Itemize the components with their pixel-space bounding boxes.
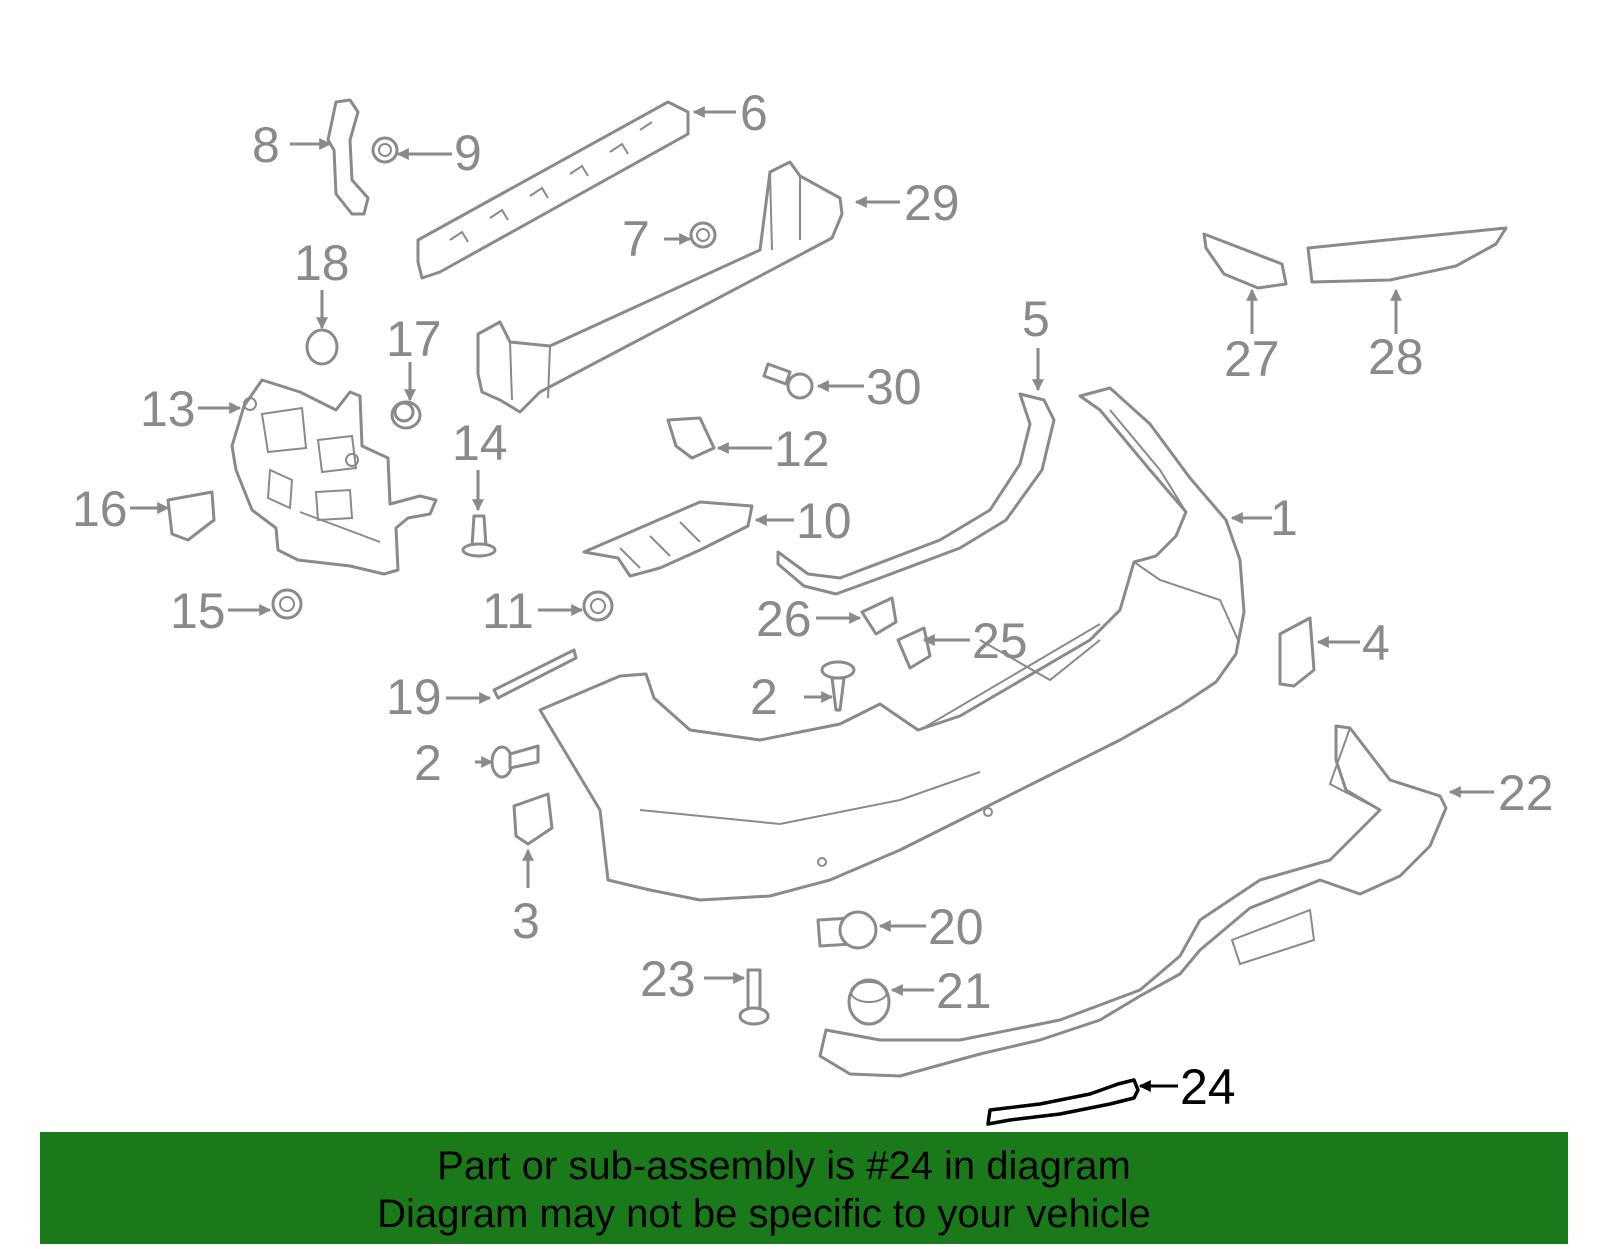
part-7-nut — [689, 221, 717, 249]
callout-8: 8 — [252, 117, 280, 173]
callout-6: 6 — [740, 85, 768, 141]
callout-22: 22 — [1498, 765, 1554, 821]
part-14-pin — [461, 514, 497, 558]
callout-14: 14 — [452, 415, 508, 471]
callout-12: 12 — [774, 421, 830, 477]
callout-3: 3 — [512, 893, 540, 949]
callout-15: 15 — [170, 583, 226, 639]
banner-line-2: Diagram may not be specific to your vehi… — [377, 1192, 1151, 1236]
part-25-bracket — [896, 626, 932, 670]
part-28-trim — [1306, 226, 1508, 284]
part-18-plug — [305, 328, 339, 366]
callout-13: 13 — [140, 381, 196, 437]
part-2-screw-a — [820, 660, 856, 712]
callout-27: 27 — [1224, 331, 1280, 387]
callout-17: 17 — [386, 311, 442, 367]
part-27-reflector — [1202, 232, 1288, 290]
callout-11: 11 — [482, 583, 534, 639]
callout-2-lower: 2 — [414, 735, 442, 791]
part-29-reinforcement — [476, 160, 844, 414]
part-12-bracket — [666, 416, 716, 460]
callout-9: 9 — [454, 125, 482, 181]
part-2-screw-b — [490, 744, 540, 779]
part-1-bumper-cover — [538, 386, 1246, 902]
callout-7: 7 — [622, 211, 650, 267]
part-9-clip — [371, 136, 399, 164]
info-banner: Part or sub-assembly is #24 in diagram D… — [40, 1132, 1568, 1244]
part-23-bolt — [738, 968, 770, 1026]
part-17-plug — [390, 400, 422, 430]
part-16-bracket — [166, 490, 216, 542]
part-10-guide — [582, 500, 754, 578]
callout-16: 16 — [72, 481, 128, 537]
callout-29: 29 — [904, 175, 960, 231]
callout-19: 19 — [386, 669, 442, 725]
part-21-sensor-ring — [847, 978, 891, 1026]
callout-30: 30 — [866, 359, 922, 415]
callout-25: 25 — [972, 613, 1028, 669]
callout-20: 20 — [928, 899, 984, 955]
part-15-clip — [271, 588, 303, 620]
callout-28: 28 — [1368, 329, 1424, 385]
callout-24: 24 — [1180, 1059, 1236, 1115]
callout-18: 18 — [294, 235, 350, 291]
callout-21: 21 — [936, 963, 992, 1019]
part-5-trim — [776, 392, 1056, 596]
callout-5: 5 — [1022, 291, 1050, 347]
callout-10: 10 — [796, 493, 852, 549]
part-11-clip — [582, 590, 614, 622]
part-3-clip — [512, 792, 554, 846]
callout-26: 26 — [756, 591, 812, 647]
part-8-bracket — [326, 98, 370, 216]
part-26-bracket — [860, 596, 898, 636]
banner-line-1: Part or sub-assembly is #24 in diagram — [437, 1144, 1131, 1188]
part-20-sensor — [816, 910, 878, 950]
callout-4: 4 — [1362, 615, 1390, 671]
leader-lines — [130, 106, 1494, 1092]
callout-23: 23 — [640, 951, 696, 1007]
part-4-bracket — [1278, 616, 1316, 688]
part-19-strip — [492, 648, 578, 700]
part-24-highlighted — [986, 1078, 1140, 1126]
part-22-valance — [818, 724, 1448, 1078]
callout-1: 1 — [1270, 490, 1298, 546]
callout-2-upper: 2 — [750, 669, 778, 725]
part-6-absorber — [416, 100, 690, 280]
callout-labels: 1 2 2 3 4 5 6 7 8 9 10 11 12 13 14 15 16… — [72, 85, 1554, 1115]
part-13-bracket — [230, 378, 438, 576]
part-30-bolt — [762, 362, 814, 400]
